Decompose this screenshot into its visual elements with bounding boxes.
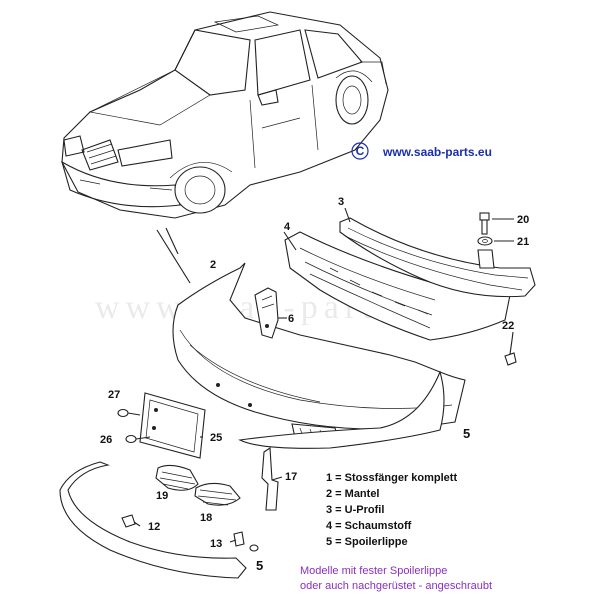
callout-12: 12 [148, 521, 160, 533]
spoiler-lip-upper [238, 370, 445, 449]
site-link[interactable]: www.saab-parts.eu [382, 145, 492, 159]
spoiler-lip-lower [59, 461, 247, 579]
leader-car-2 [165, 227, 179, 255]
foam-absorber [284, 231, 511, 341]
legend: 1 = Stossfänger komplett 2 = Mantel 3 = … [326, 472, 457, 548]
u-profile-beam [339, 217, 536, 298]
grille-18 [194, 482, 241, 506]
legend-item-2: 2 = Mantel [326, 488, 380, 500]
legend-item-1: 1 = Stossfänger komplett [326, 472, 457, 484]
legend-item-3: 3 = U-Profil [326, 504, 384, 516]
callout-19: 19 [156, 490, 168, 502]
callout-22: 22 [502, 320, 514, 332]
note-line-1: Modelle mit fester Spoilerlippe [300, 565, 447, 577]
callout-labels: 2 3 4 5 5 6 12 13 17 18 19 20 21 22 25 2… [100, 196, 529, 573]
bracket-17 [261, 447, 279, 511]
screw-27 [117, 408, 141, 418]
note-line-2: oder auch nachgerüstet - angeschraubt [300, 580, 492, 592]
callout-21: 21 [517, 236, 529, 248]
callout-25: 25 [210, 432, 222, 444]
callout-2: 2 [210, 259, 216, 271]
legend-item-4: 4 = Schaumstoff [326, 520, 412, 532]
bolt-20 [479, 212, 490, 235]
callout-5-lip: 5 [256, 558, 263, 573]
clip-13 [233, 531, 259, 552]
callout-13: 13 [210, 538, 222, 550]
fitment-note: Modelle mit fester Spoilerlippe oder auc… [300, 565, 492, 592]
callout-5-bumper: 5 [463, 426, 470, 441]
leader-car [156, 229, 191, 284]
washer-21 [477, 236, 493, 246]
callout-17: 17 [285, 471, 297, 483]
callout-3: 3 [338, 196, 344, 208]
callout-18: 18 [200, 512, 212, 524]
callout-20: 20 [517, 214, 529, 226]
callout-6: 6 [288, 313, 294, 325]
clip-12 [121, 514, 136, 528]
copyright-symbol: C [356, 144, 365, 158]
callout-27: 27 [108, 389, 120, 401]
screw-22 [504, 339, 517, 366]
screw-26 [125, 434, 151, 444]
callout-4: 4 [284, 221, 291, 233]
callout-26: 26 [100, 434, 112, 446]
leader-lines [133, 207, 514, 543]
car-illustration [61, 11, 389, 219]
bracket [254, 287, 279, 339]
copyright-circle [351, 142, 369, 160]
plate-holder [139, 392, 206, 459]
legend-item-5: 5 = Spoilerlippe [326, 536, 408, 548]
grille-19 [155, 464, 199, 491]
